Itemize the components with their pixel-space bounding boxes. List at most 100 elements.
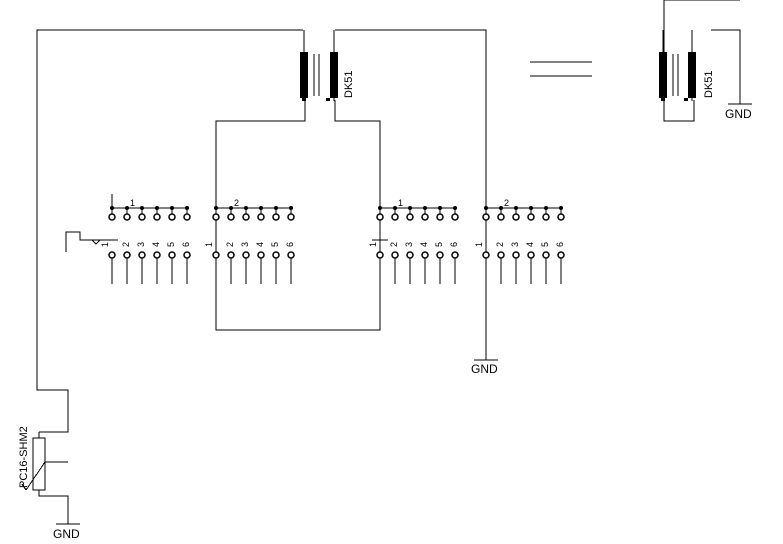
switch-pin — [108, 251, 116, 259]
switch-pin — [376, 213, 384, 221]
ground-label: GND — [725, 107, 752, 121]
switch-pin — [168, 213, 176, 221]
switch-pin — [391, 213, 399, 221]
relay-dk51-main — [300, 30, 338, 101]
pot-wiper — [25, 461, 68, 491]
pin-number-label: 2 — [121, 242, 131, 247]
switch-pin — [482, 213, 490, 221]
pin-number-label: 5 — [434, 242, 444, 247]
pin-number-label: 1 — [100, 242, 110, 247]
pin-number-label: 3 — [404, 242, 414, 247]
pot-lead — [38, 490, 69, 524]
switch-group-label: 1 — [130, 198, 135, 208]
switch-pin — [183, 213, 191, 221]
switch-pin — [557, 213, 565, 221]
pin-number-label: 6 — [555, 242, 565, 247]
potentiometer-label: PC16-SHM2 — [18, 426, 30, 488]
switch-pin — [123, 251, 131, 259]
switch-pin — [376, 251, 384, 259]
pin-number-label: 5 — [270, 242, 280, 247]
pushbutton-arrow — [91, 239, 101, 245]
switch-pin — [497, 213, 505, 221]
pin-number-label: 3 — [240, 242, 250, 247]
pin-number-label: 3 — [136, 242, 146, 247]
switch-pin — [482, 251, 490, 259]
switch-pin — [406, 251, 414, 259]
relay-dot — [326, 98, 330, 101]
wire — [36, 29, 303, 433]
relay-dot — [661, 98, 665, 101]
relay-label: DK51 — [703, 70, 715, 98]
pin-number-label: 6 — [285, 242, 295, 247]
switch-pin — [242, 213, 250, 221]
wire — [334, 100, 381, 252]
pin-number-label: 4 — [525, 242, 535, 247]
pot-wiper — [21, 483, 27, 491]
switch-pin — [512, 213, 520, 221]
switch-pin — [212, 213, 220, 221]
pin-number-label: 4 — [255, 242, 265, 247]
relay-dot — [684, 98, 688, 101]
pin-number-label: 2 — [495, 242, 505, 247]
switch-pin — [451, 251, 459, 259]
switch-pin — [542, 213, 550, 221]
switch-pin — [227, 213, 235, 221]
pin-number-label: 1 — [204, 242, 214, 247]
switch-pin — [108, 213, 116, 221]
pin-number-label: 2 — [225, 242, 235, 247]
switch-pin — [183, 251, 191, 259]
pin-number-label: 4 — [419, 242, 429, 247]
switch-pin — [451, 213, 459, 221]
switch-pin — [227, 251, 235, 259]
switch-group-label: 2 — [234, 198, 239, 208]
relay-dot — [302, 98, 306, 101]
wire — [335, 29, 487, 360]
relay-coil-bar — [330, 52, 338, 98]
switch-pin — [557, 251, 565, 259]
pin-number-label: 1 — [368, 242, 378, 247]
pin-number-label: 1 — [474, 242, 484, 247]
relay-coil-bar — [300, 52, 308, 98]
wire — [215, 256, 381, 331]
relay-coil-bar — [688, 52, 696, 98]
switch-pin — [287, 251, 295, 259]
switch-pin — [542, 251, 550, 259]
switch-group-label: 2 — [504, 198, 509, 208]
switch-pin — [242, 251, 250, 259]
switch-pin — [436, 213, 444, 221]
switch-pin — [168, 251, 176, 259]
switch-pin — [272, 251, 280, 259]
wire — [215, 100, 306, 252]
pin-number-label: 3 — [510, 242, 520, 247]
switch-pin — [527, 251, 535, 259]
switch-pin — [527, 213, 535, 221]
switch-pin — [138, 251, 146, 259]
ground-label: GND — [53, 527, 80, 541]
pin-number-label: 4 — [151, 242, 161, 247]
switch-pin — [138, 213, 146, 221]
relay-label: DK51 — [343, 70, 355, 98]
switch-pin — [406, 213, 414, 221]
switch-pin — [212, 251, 220, 259]
wire — [711, 29, 741, 104]
pushbutton-symbol — [65, 231, 104, 252]
relay-coil-bar — [659, 52, 667, 98]
pin-number-label: 6 — [449, 242, 459, 247]
switch-pin — [512, 251, 520, 259]
switch-pin — [272, 213, 280, 221]
pin-number-label: 2 — [389, 242, 399, 247]
switch-pin — [391, 251, 399, 259]
switch-pin — [436, 251, 444, 259]
switch-pin — [421, 251, 429, 259]
switch-pin — [257, 213, 265, 221]
pin-number-label: 6 — [181, 242, 191, 247]
relay-dk51-equivalent — [659, 30, 696, 101]
switch-pin — [421, 213, 429, 221]
